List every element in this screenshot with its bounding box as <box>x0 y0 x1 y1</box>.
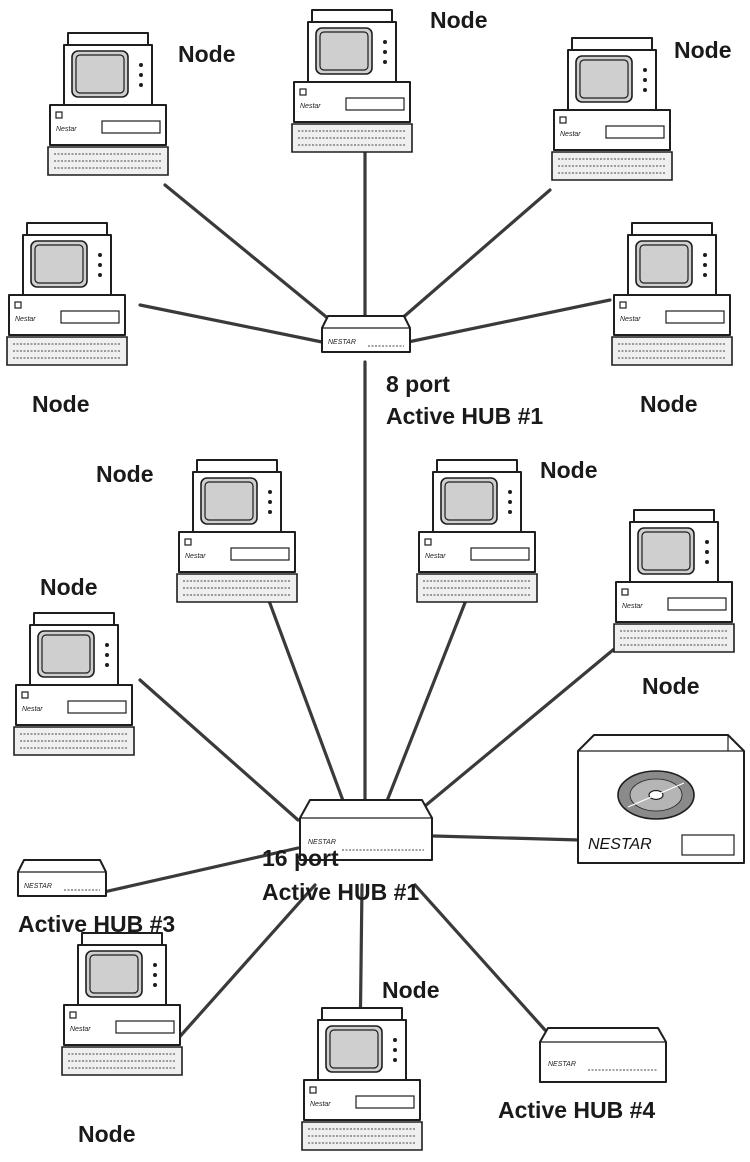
node-computer-left <box>13 612 135 756</box>
wires-8port-hub <box>138 148 612 802</box>
hub-8port-label-line2: Active HUB #1 <box>386 403 543 429</box>
node-label-left: Node <box>40 574 98 600</box>
node-computer-top-center <box>291 9 413 153</box>
hub-8port-label-line1: 8 port <box>386 371 450 397</box>
node-computer-bottom-left <box>61 932 183 1076</box>
node-label-center-right: Node <box>540 457 598 483</box>
hub-4-device: NESTAR <box>539 1027 667 1083</box>
node-label-mid-right: Node <box>640 391 698 417</box>
file-server-brand: NESTAR <box>588 836 652 853</box>
hub-8port-device <box>321 315 411 353</box>
node-label-top-center: Node <box>430 7 488 33</box>
node-label-center-left: Node <box>96 461 154 487</box>
node-computer-mid-right <box>611 222 733 366</box>
hub-16port-label-line1: 16 port <box>262 845 339 871</box>
svg-text:NESTAR: NESTAR <box>548 1061 576 1068</box>
hub-16port-label-line2: Active HUB #1 <box>262 879 419 905</box>
node-computer-mid-left <box>6 222 128 366</box>
node-computer-bottom-center <box>301 1007 423 1151</box>
node-computer-top-right <box>551 37 673 181</box>
file-server-device: NESTAR <box>577 734 745 864</box>
node-computer-center-right <box>416 459 538 603</box>
hub-4-label: Active HUB #4 <box>498 1097 655 1123</box>
node-label-right: Node <box>642 673 700 699</box>
node-label-top-right: Node <box>674 37 732 63</box>
hub-3-device <box>17 859 107 897</box>
node-label-mid-left: Node <box>32 391 90 417</box>
node-computer-right <box>613 509 735 653</box>
hub-3-label: Active HUB #3 <box>18 911 175 937</box>
node-computer-center-left <box>176 459 298 603</box>
node-label-bottom-center: Node <box>382 977 440 1003</box>
node-label-top-left: Node <box>178 41 236 67</box>
node-label-bottom-left: Node <box>78 1121 136 1147</box>
node-computer-top-left <box>47 32 169 176</box>
